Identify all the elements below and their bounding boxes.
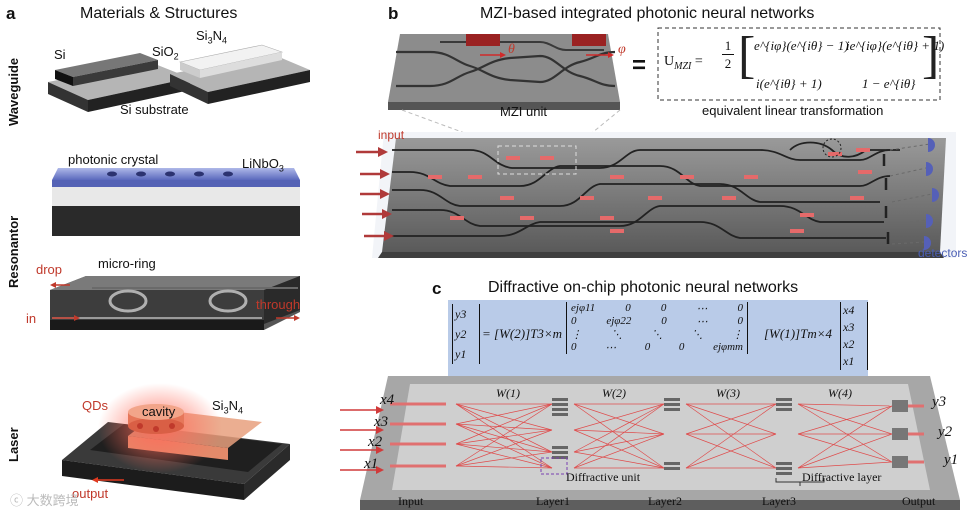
label-si-substrate: Si substrate: [120, 102, 189, 117]
label-si3n4-laser: Si3N4: [212, 398, 243, 416]
panel-c-title: Diffractive on-chip photonic neural netw…: [488, 279, 799, 296]
panel-a-title: Materials & Structures: [80, 5, 238, 22]
label-output: output: [72, 486, 109, 501]
equation-box: [448, 300, 868, 376]
matrix-lhs: UMZI =: [664, 54, 703, 72]
waveguide-si3n4-structure: [170, 44, 310, 104]
laser-structure: [62, 383, 290, 500]
bottom-layer3-label: Layer3: [762, 494, 796, 508]
label-micro-ring: micro-ring: [98, 256, 156, 271]
panel-b-letter: b: [388, 4, 399, 23]
diffractive-unit-label: Diffractive unit: [566, 470, 641, 484]
label-sio2: SiO2: [152, 44, 179, 62]
input-x4: x4: [380, 392, 395, 408]
panel-a-letter: a: [6, 4, 16, 23]
label-in: in: [26, 311, 37, 326]
label-through: through: [256, 297, 301, 312]
mzi-input-label: input: [378, 128, 405, 142]
label-linbo3: LiNbO3: [242, 156, 284, 174]
weight-w4: W(4): [828, 386, 852, 400]
eq-w2: = [W(2)]T3×m: [482, 326, 563, 341]
micro-ring-structure: [50, 276, 300, 330]
weight-w2: W(2): [602, 386, 626, 400]
label-si3n4-waveguide: Si3N4: [196, 28, 227, 46]
bottom-input-label: Input: [398, 494, 424, 508]
output-y3: y3: [932, 394, 947, 410]
panel-c-letter: c: [432, 279, 442, 298]
bottom-layer2-label: Layer2: [648, 494, 682, 508]
label-qds: QDs: [82, 398, 108, 413]
input-x2: x2: [368, 434, 383, 450]
mzi-phi: φ: [618, 42, 626, 57]
input-x3: x3: [374, 414, 389, 430]
weight-w3: W(3): [716, 386, 740, 400]
matrix-left-bracket: [: [738, 27, 756, 84]
matrix-caption: equivalent linear transformation: [702, 103, 884, 118]
mzi-theta: θ: [508, 42, 515, 57]
bottom-output-label: Output: [902, 494, 936, 508]
eq-w1: [W(1)]Tm×4: [764, 326, 832, 341]
weight-w1: W(1): [496, 386, 520, 400]
matrix-r2c1: i(e^{iθ} + 1): [756, 76, 822, 91]
matrix-coeff-num: 1: [722, 38, 734, 55]
output-y2: y2: [938, 424, 953, 440]
input-x1: x1: [364, 456, 379, 472]
diffractive-layer-label: Diffractive layer: [802, 470, 882, 484]
bottom-layer1-label: Layer1: [536, 494, 570, 508]
mzi-unit-label: MZI unit: [500, 104, 547, 119]
label-si: Si: [54, 47, 66, 62]
matrix-coeff-den: 2: [724, 56, 732, 71]
matrix-r1c1: e^{iφ}(e^{iθ} − 1): [754, 38, 849, 53]
label-drop: drop: [36, 262, 63, 277]
label-photonic-crystal: photonic crystal: [68, 152, 159, 167]
matrix-right-bracket: ]: [922, 27, 940, 84]
detectors-label: detectors: [918, 246, 968, 260]
panel-b-title: MZI-based integrated photonic neural net…: [480, 5, 815, 22]
waveguide-si-structure: [48, 53, 190, 112]
equals-sign: =: [632, 52, 647, 79]
photonic-crystal-structure: [52, 168, 300, 236]
label-cavity: cavity: [142, 404, 176, 419]
watermark: ⓒ 大数跨境: [10, 493, 79, 508]
matrix-r2c2: 1 − e^{iθ}: [862, 76, 916, 91]
matrix-r1c2: ie^{iφ}(e^{iθ} + 1): [846, 38, 945, 53]
output-y1: y1: [944, 452, 959, 468]
